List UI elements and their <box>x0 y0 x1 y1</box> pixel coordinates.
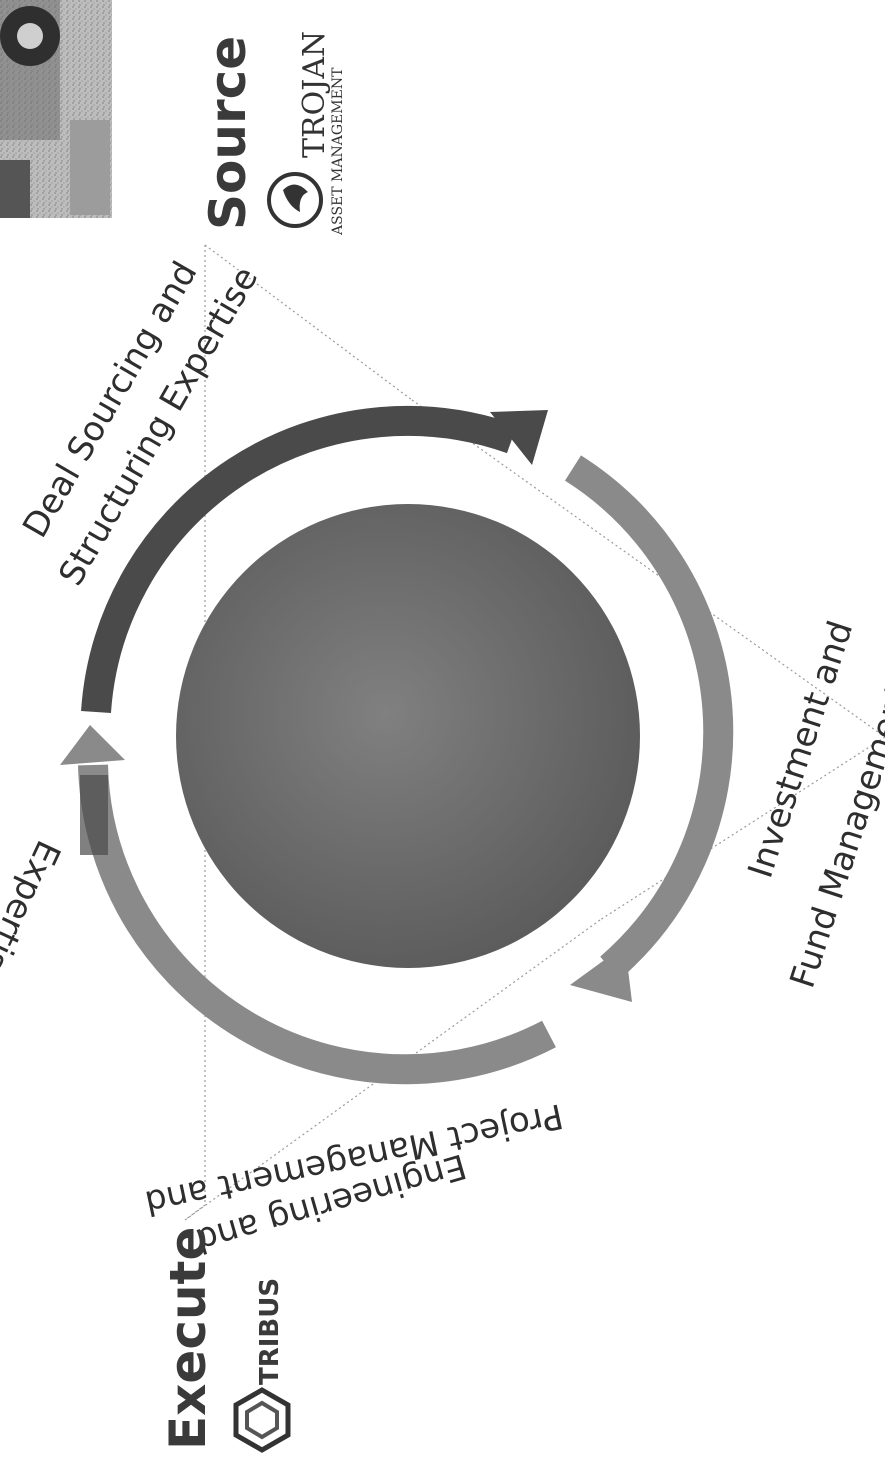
center-circle <box>176 504 640 968</box>
project-label-line3: Expertise <box>0 834 68 995</box>
trojan-logo-subtitle: ASSET MANAGEMENT <box>330 67 346 236</box>
execute-label: Execute <box>159 1227 217 1450</box>
corner-graphic <box>0 0 112 218</box>
trojan-logo: TROJAN ASSET MANAGEMENT <box>269 31 346 236</box>
trojan-logo-name: TROJAN <box>297 31 332 158</box>
tribus-logo-name: TRIBUS <box>255 1278 285 1385</box>
tribus-logo: TRIBUS <box>236 1278 288 1450</box>
arrow-investment <box>570 945 632 1002</box>
source-label: Source <box>199 36 257 230</box>
arrow-project <box>60 725 125 765</box>
